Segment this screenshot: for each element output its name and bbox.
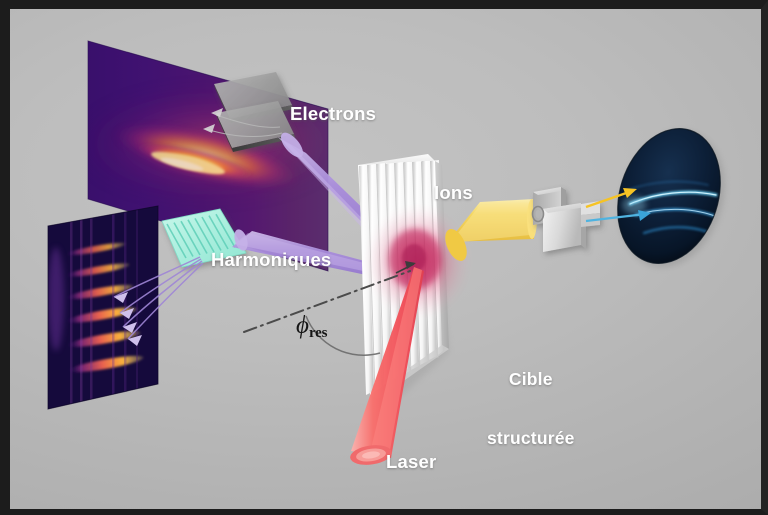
- detector-link-arrows: [585, 188, 651, 223]
- scene-canvas: [10, 9, 761, 509]
- label-laser: Laser: [386, 451, 437, 472]
- label-cible-line2: structurée: [487, 427, 575, 448]
- label-phi-res: ϕres: [296, 312, 327, 342]
- electron-path-arrow: [585, 212, 647, 223]
- scene-graphics: [47, 40, 725, 465]
- ion-detector-box: [531, 187, 600, 252]
- interaction-pointer: [395, 261, 416, 274]
- harmonics-spectrum-screen: [47, 205, 159, 410]
- electron-spectrometer: [203, 72, 295, 152]
- ion-path-arrow: [585, 189, 633, 209]
- ion-beam: [445, 199, 537, 261]
- ion-detector-screen: [617, 128, 725, 268]
- dash-dot-axis: [243, 270, 411, 333]
- label-cible-line1: Cible: [508, 369, 553, 390]
- diffraction-grating: [161, 208, 247, 268]
- phi-symbol: ϕ: [296, 312, 309, 339]
- label-harmoniques: Harmoniques: [211, 249, 332, 270]
- label-cible-structuree: Cible structurée: [487, 331, 575, 488]
- phi-subscript: res: [308, 325, 328, 341]
- angle-arc: [305, 315, 381, 356]
- label-ions: Ions: [434, 182, 473, 203]
- laser-beam: [350, 267, 424, 465]
- label-electrons: Electrons: [290, 103, 377, 124]
